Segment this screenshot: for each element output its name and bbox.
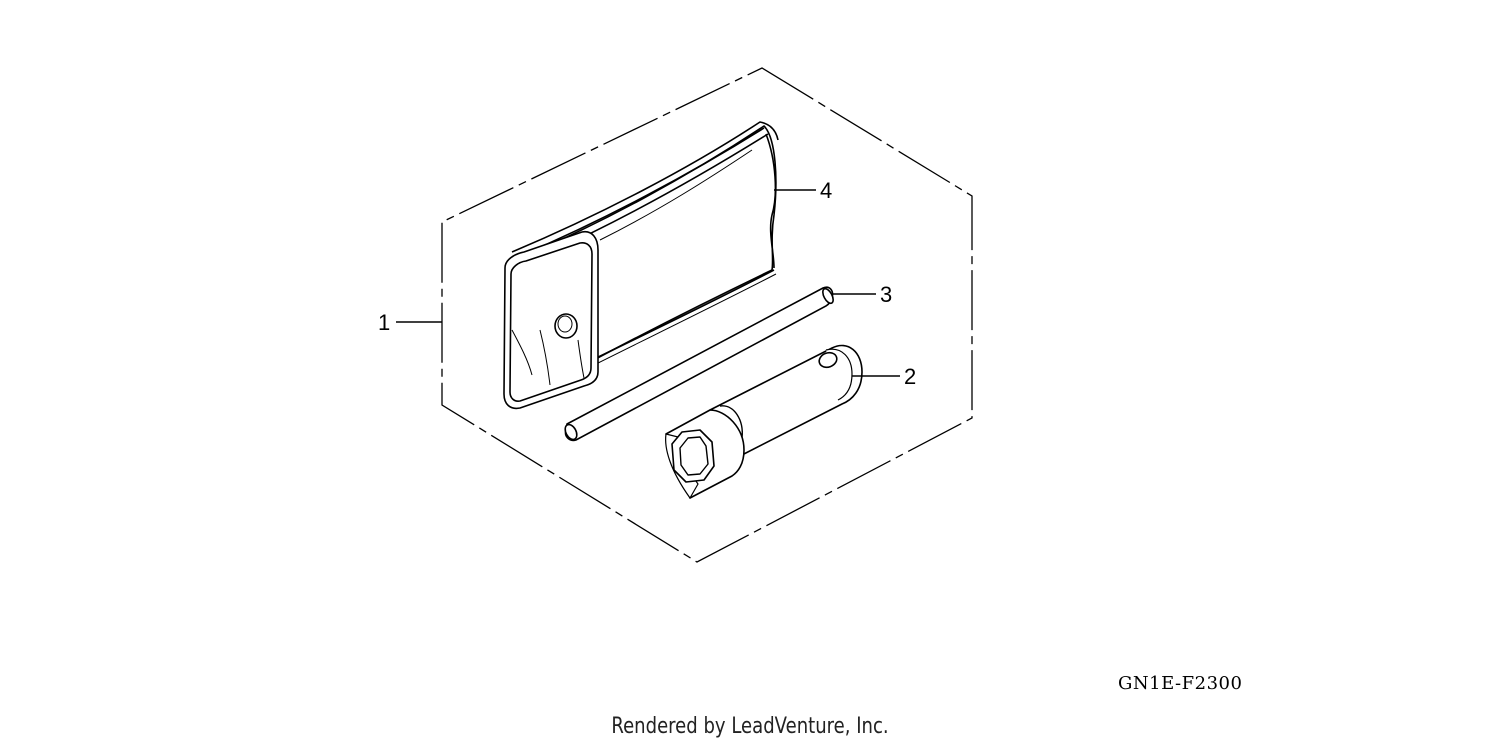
kit-boundary [441, 67, 973, 563]
tommy-bar[interactable] [563, 286, 835, 442]
callout-3[interactable]: 3 [880, 282, 892, 307]
plug-wrench[interactable] [665, 344, 863, 499]
leader-lines [396, 189, 900, 377]
callout-4[interactable]: 4 [820, 178, 832, 203]
tool-bag[interactable] [503, 121, 779, 410]
callout-2[interactable]: 2 [904, 364, 916, 389]
footer-credit: Rendered by LeadVenture, Inc. [611, 714, 889, 739]
callout-1[interactable]: 1 [378, 310, 390, 335]
reference-code: GN1E-F2300 [1118, 673, 1243, 694]
